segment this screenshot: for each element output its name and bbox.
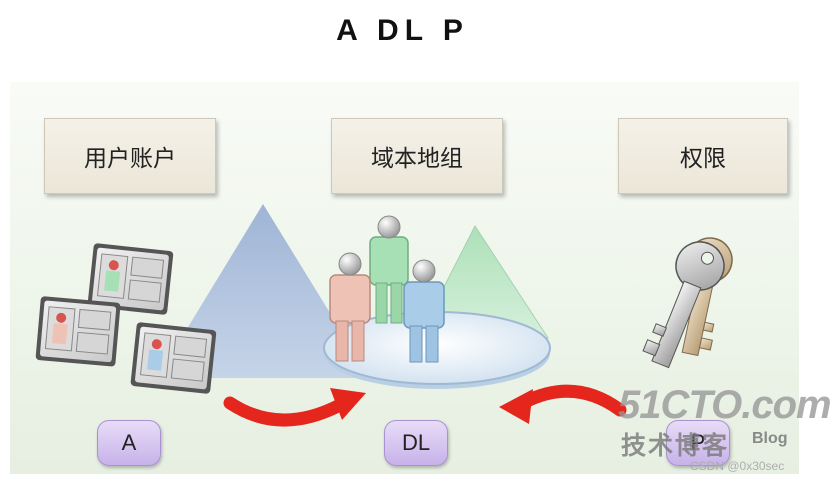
person-blue-icon bbox=[403, 259, 445, 363]
watermark-csdn: CSDN @0x30sec bbox=[690, 459, 785, 473]
user-account-box: 用户账户 bbox=[44, 118, 216, 194]
badge-a: A bbox=[97, 420, 161, 466]
badge-p: P bbox=[666, 420, 730, 466]
person-pink-icon bbox=[329, 252, 371, 362]
arrow-icon bbox=[223, 388, 366, 427]
user-account-card-icon bbox=[35, 296, 121, 367]
arrow-icon bbox=[499, 384, 627, 424]
diagram-art bbox=[35, 204, 733, 427]
watermark-chinese: 技术博客 bbox=[621, 432, 730, 460]
user-account-card-icon bbox=[130, 322, 217, 394]
badge-dl: DL bbox=[384, 420, 448, 466]
people-icon bbox=[329, 215, 445, 363]
keys-icon bbox=[642, 237, 733, 369]
user-account-card-icon bbox=[87, 243, 174, 315]
page-title: A DL P bbox=[336, 14, 469, 47]
watermark-blog: Blog bbox=[752, 430, 788, 447]
domain-local-group-box: 域本地组 bbox=[331, 118, 503, 194]
watermark-site: 51CTO.com bbox=[618, 383, 831, 427]
permission-box: 权限 bbox=[618, 118, 788, 194]
person-green-icon bbox=[369, 215, 409, 324]
